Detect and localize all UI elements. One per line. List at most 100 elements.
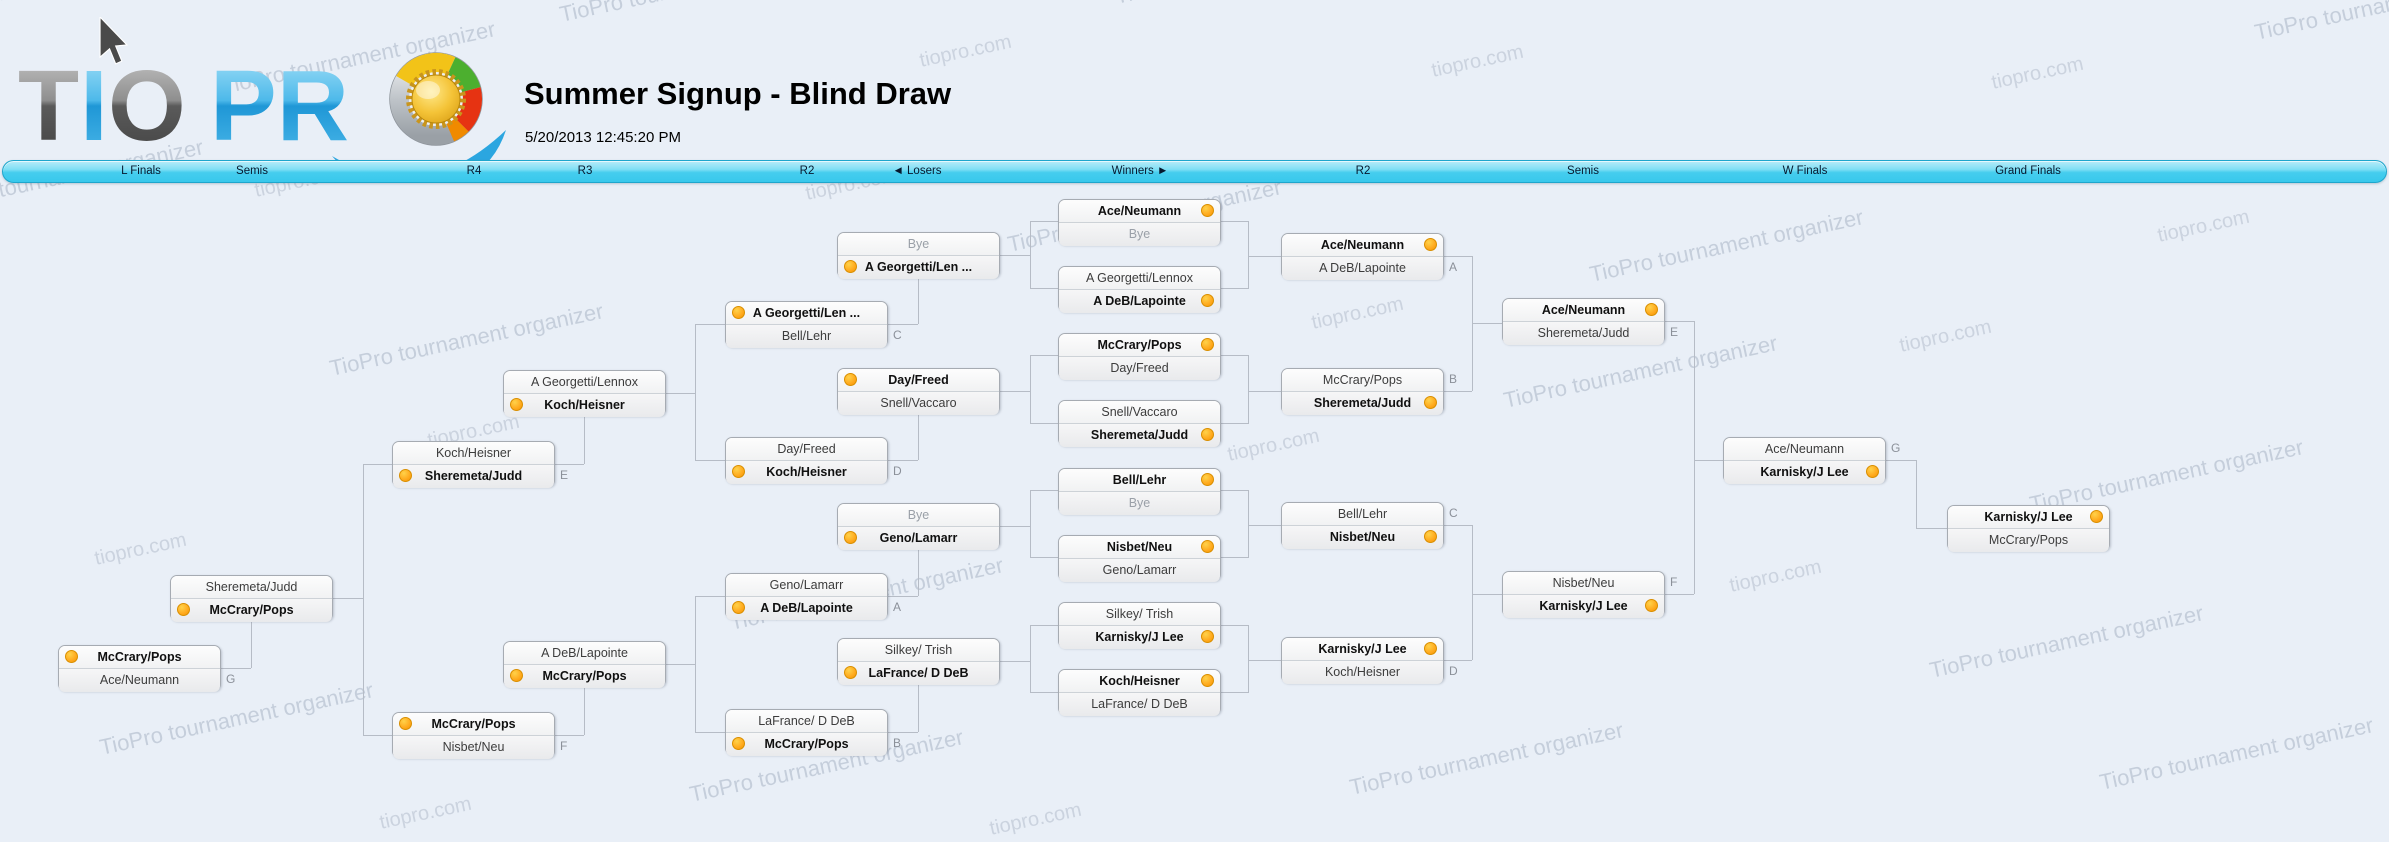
team-row[interactable]: Koch/Heisner <box>504 394 665 417</box>
team-row[interactable]: Koch/Heisner <box>726 461 887 484</box>
team-row[interactable]: Silkey/ Trish <box>838 639 999 662</box>
team-row[interactable]: Ace/Neumann <box>1503 299 1664 322</box>
team-row[interactable]: LaFrance/ D DeB <box>838 662 999 685</box>
team-row[interactable]: Karnisky/J Lee <box>1503 595 1664 618</box>
team-row[interactable]: Karnisky/J Lee <box>1724 461 1885 484</box>
team-row[interactable]: Koch/Heisner <box>1282 661 1443 684</box>
team-row[interactable]: McCrary/Pops <box>1948 529 2109 552</box>
team-row[interactable]: Ace/Neumann <box>1724 438 1885 461</box>
team-row[interactable]: Geno/Lamarr <box>838 527 999 550</box>
team-row[interactable]: Bell/Lehr <box>726 325 887 348</box>
winner-dot-icon <box>177 603 190 616</box>
team-row-bye[interactable]: Bye <box>838 233 999 256</box>
team-row[interactable]: Geno/Lamarr <box>726 574 887 597</box>
team-row[interactable]: Ace/Neumann <box>1282 234 1443 257</box>
team-row-bye[interactable]: Bye <box>1059 492 1220 515</box>
team-row[interactable]: A Georgetti/Len ... <box>726 302 887 325</box>
team-row[interactable]: Snell/Vaccaro <box>1059 401 1220 424</box>
team-row[interactable]: Nisbet/Neu <box>1282 526 1443 549</box>
team-row[interactable]: McCrary/Pops <box>1282 369 1443 392</box>
team-row[interactable]: Bell/Lehr <box>1282 503 1443 526</box>
team-row[interactable]: Silkey/ Trish <box>1059 603 1220 626</box>
connector-line <box>1000 391 1030 392</box>
winner-dot-icon <box>844 666 857 679</box>
winner-dot-icon <box>510 669 523 682</box>
team-row[interactable]: Geno/Lamarr <box>1059 559 1220 582</box>
winner-dot-icon <box>1201 428 1214 441</box>
team-row[interactable]: Karnisky/J Lee <box>1282 638 1443 661</box>
team-row[interactable]: Koch/Heisner <box>393 442 554 465</box>
team-row[interactable]: Snell/Vaccaro <box>838 392 999 415</box>
team-row[interactable]: Nisbet/Neu <box>1059 536 1220 559</box>
team-row[interactable]: Bell/Lehr <box>1059 469 1220 492</box>
team-row[interactable]: Day/Freed <box>1059 357 1220 380</box>
team-row[interactable]: McCrary/Pops <box>1059 334 1220 357</box>
connector-line <box>1248 525 1281 526</box>
team-row[interactable]: Sheremeta/Judd <box>393 465 554 488</box>
team-row[interactable]: Sheremeta/Judd <box>1503 322 1664 345</box>
logo-medal-icon <box>332 52 506 180</box>
team-row-bye[interactable]: Bye <box>838 504 999 527</box>
team-row[interactable]: Day/Freed <box>726 438 887 461</box>
team-row[interactable]: A Georgetti/Lennox <box>504 371 665 394</box>
match-box-l-r2[interactable]: A Georgetti/Len ...Bell/Lehr <box>725 301 888 348</box>
team-row[interactable]: Nisbet/Neu <box>393 736 554 759</box>
connector-line <box>1221 692 1249 693</box>
team-row[interactable]: Karnisky/J Lee <box>1059 626 1220 649</box>
team-row[interactable]: A Georgetti/Lennox <box>1059 267 1220 290</box>
team-row[interactable]: Day/Freed <box>838 369 999 392</box>
team-row[interactable]: LaFrance/ D DeB <box>726 710 887 733</box>
team-row[interactable]: Sheremeta/Judd <box>1282 392 1443 415</box>
team-row[interactable]: Nisbet/Neu <box>1503 572 1664 595</box>
team-row[interactable]: Ace/Neumann <box>1059 200 1220 223</box>
team-row[interactable]: A DeB/Lapointe <box>1059 290 1220 313</box>
team-row[interactable]: McCrary/Pops <box>171 599 332 622</box>
team-row-bye[interactable]: Bye <box>1059 223 1220 246</box>
team-row[interactable]: Ace/Neumann <box>59 669 220 692</box>
connector-line <box>918 414 919 460</box>
team-row[interactable]: McCrary/Pops <box>726 733 887 756</box>
team-row[interactable]: Sheremeta/Judd <box>1059 424 1220 447</box>
team-row[interactable]: McCrary/Pops <box>393 713 554 736</box>
team-row[interactable]: Koch/Heisner <box>1059 670 1220 693</box>
team-row[interactable]: McCrary/Pops <box>59 646 220 669</box>
team-row[interactable]: Karnisky/J Lee <box>1948 506 2109 529</box>
team-row[interactable]: McCrary/Pops <box>504 665 665 688</box>
team-row[interactable]: A Georgetti/Len ... <box>838 256 999 279</box>
team-row[interactable]: Sheremeta/Judd <box>171 576 332 599</box>
team-row[interactable]: LaFrance/ D DeB <box>1059 693 1220 716</box>
logo-letter-i: I <box>80 50 108 162</box>
team-row[interactable]: A DeB/Lapointe <box>726 597 887 620</box>
team-row[interactable]: A DeB/Lapointe <box>1282 257 1443 280</box>
team-row[interactable]: A DeB/Lapointe <box>504 642 665 665</box>
